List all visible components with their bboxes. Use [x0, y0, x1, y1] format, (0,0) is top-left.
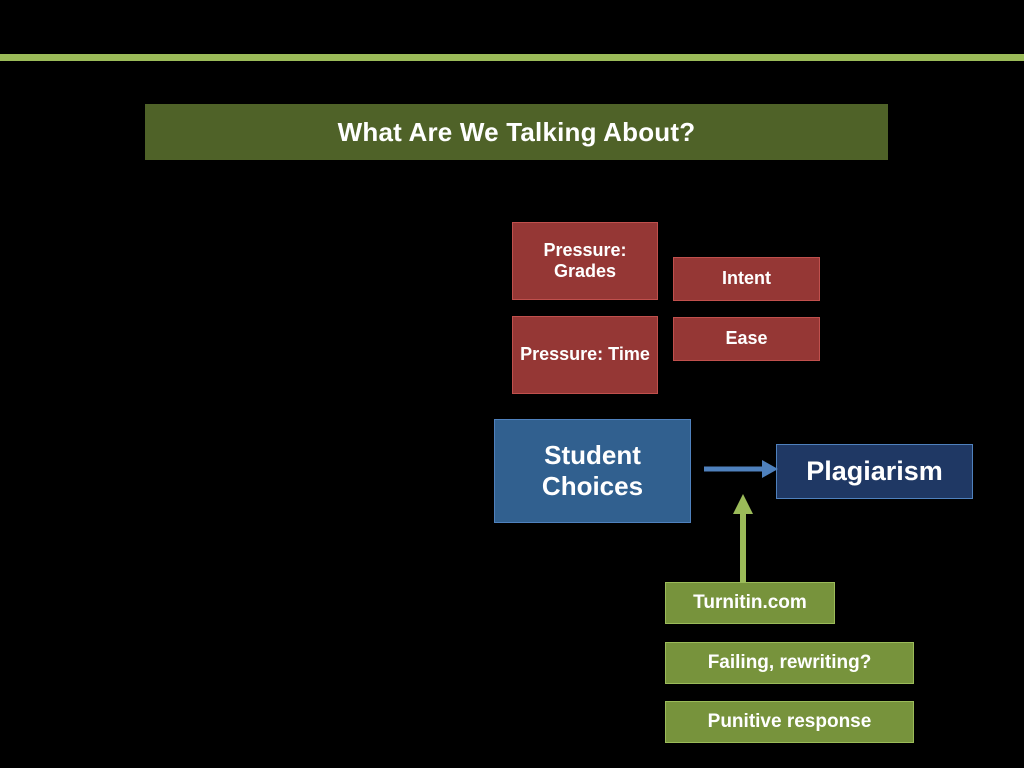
- arrow-turnitin-to-plagiarism-icon: [733, 494, 753, 582]
- node-punitive[interactable]: Punitive response: [665, 701, 914, 743]
- node-plagiarism[interactable]: Plagiarism: [776, 444, 973, 499]
- arrow-choices-to-plagiarism-icon: [704, 460, 778, 478]
- node-intent[interactable]: Intent: [673, 257, 820, 301]
- top-accent-rule: [0, 54, 1024, 61]
- slide-title-box: What Are We Talking About?: [145, 104, 888, 160]
- node-student-choices[interactable]: Student Choices: [494, 419, 691, 523]
- node-ease[interactable]: Ease: [673, 317, 820, 361]
- node-turnitin[interactable]: Turnitin.com: [665, 582, 835, 624]
- node-pressure-time[interactable]: Pressure: Time: [512, 316, 658, 394]
- page-title: What Are We Talking About?: [337, 116, 696, 147]
- node-failing[interactable]: Failing, rewriting?: [665, 642, 914, 684]
- node-pressure-grades[interactable]: Pressure: Grades: [512, 222, 658, 300]
